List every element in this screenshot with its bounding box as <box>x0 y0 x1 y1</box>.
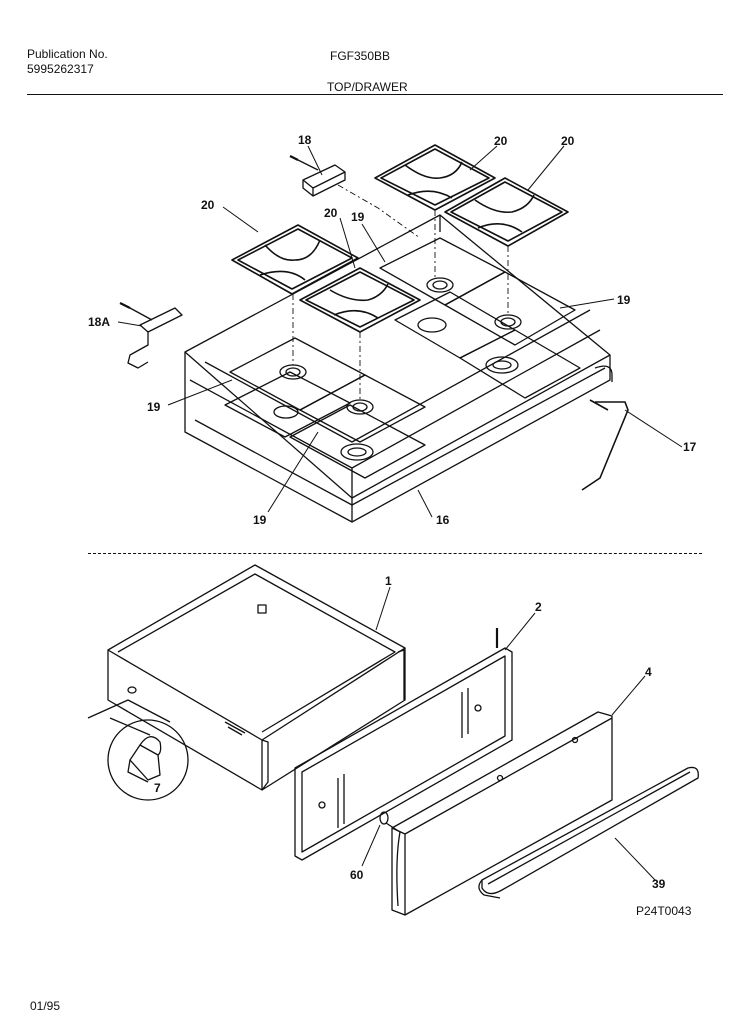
drawer-panel <box>294 628 513 861</box>
section-divider <box>88 553 702 554</box>
callout-20-center: 20 <box>324 206 338 220</box>
callout-4: 4 <box>645 665 652 679</box>
drawing-id: P24T0043 <box>636 904 692 918</box>
callout-18: 18 <box>298 133 312 147</box>
callout-labels: 18 18A 20 20 20 20 19 19 19 19 16 17 1 2… <box>88 133 697 891</box>
callout-19-left: 19 <box>147 400 161 414</box>
callout-2: 2 <box>535 600 542 614</box>
leader-lines <box>117 145 683 881</box>
callout-16: 16 <box>436 513 450 527</box>
callout-60: 60 <box>350 868 364 882</box>
burner-rings <box>273 277 522 461</box>
bracket-18a <box>119 302 183 369</box>
model-number: FGF350BB <box>330 49 391 63</box>
callout-20-left: 20 <box>201 198 215 212</box>
drawer-body <box>107 564 406 791</box>
screw-60 <box>379 811 401 833</box>
rod-17 <box>581 399 629 491</box>
grates <box>231 144 569 333</box>
callout-18a: 18A <box>88 315 110 329</box>
publication-label: Publication No. <box>27 47 108 61</box>
drawer-handle <box>478 766 699 899</box>
section-title: TOP/DRAWER <box>327 80 408 94</box>
callout-1: 1 <box>385 574 392 588</box>
callout-39: 39 <box>652 877 666 891</box>
callout-20-back: 20 <box>494 134 508 148</box>
callout-19-right: 19 <box>617 293 631 307</box>
publication-number: 5995262317 <box>27 62 94 76</box>
footer-date: 01/95 <box>30 999 61 1013</box>
detail-7 <box>87 699 189 801</box>
burner-pans <box>224 237 581 479</box>
callout-19-bottom: 19 <box>253 513 267 527</box>
callout-17: 17 <box>683 440 697 454</box>
callout-19-top: 19 <box>351 210 365 224</box>
bracket-18 <box>289 155 346 197</box>
cooktop-body <box>184 214 613 523</box>
alignment-lines <box>292 184 509 400</box>
callout-7: 7 <box>154 781 161 795</box>
callout-20-right: 20 <box>561 134 575 148</box>
drawer-front <box>391 711 613 916</box>
header-rule <box>27 94 723 95</box>
